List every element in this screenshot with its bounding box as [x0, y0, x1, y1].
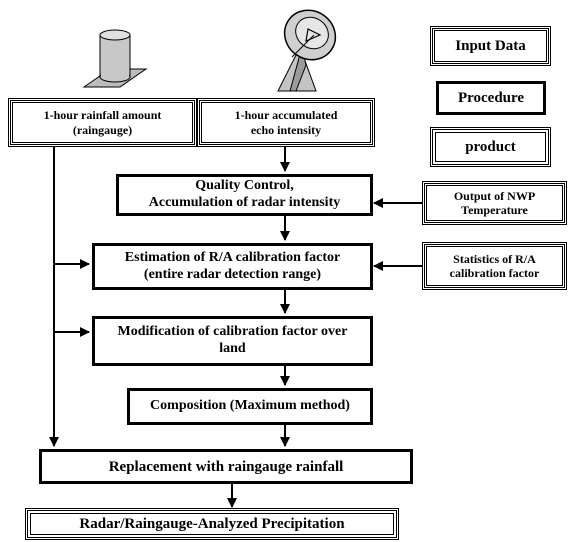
radar-dish-icon: [277, 9, 337, 92]
analyzed-precipitation-product: Radar/Raingauge-Analyzed Precipitation: [25, 508, 399, 540]
radar-input-box: 1-hour accumulated echo intensity: [197, 98, 375, 147]
legend-input-data: Input Data: [430, 26, 551, 66]
replacement-step: Replacement with raingauge rainfall: [39, 449, 413, 484]
raingauge-cylinder-icon: [82, 29, 148, 88]
raingauge-input-box: 1-hour rainfall amount (raingauge): [8, 98, 197, 147]
nwp-temperature-input-box: Output of NWP Temperature: [422, 181, 567, 225]
calibration-statistics-input-box: Statistics of R/A calibration factor: [422, 242, 567, 290]
legend-product: product: [430, 127, 551, 167]
estimation-step: Estimation of R/A calibration factor (en…: [92, 243, 373, 290]
modification-step: Modification of calibration factor over …: [92, 316, 373, 366]
composition-step: Composition (Maximum method): [127, 388, 373, 425]
quality-control-step: Quality Control, Accumulation of radar i…: [116, 174, 373, 216]
legend-procedure: Procedure: [436, 81, 546, 115]
